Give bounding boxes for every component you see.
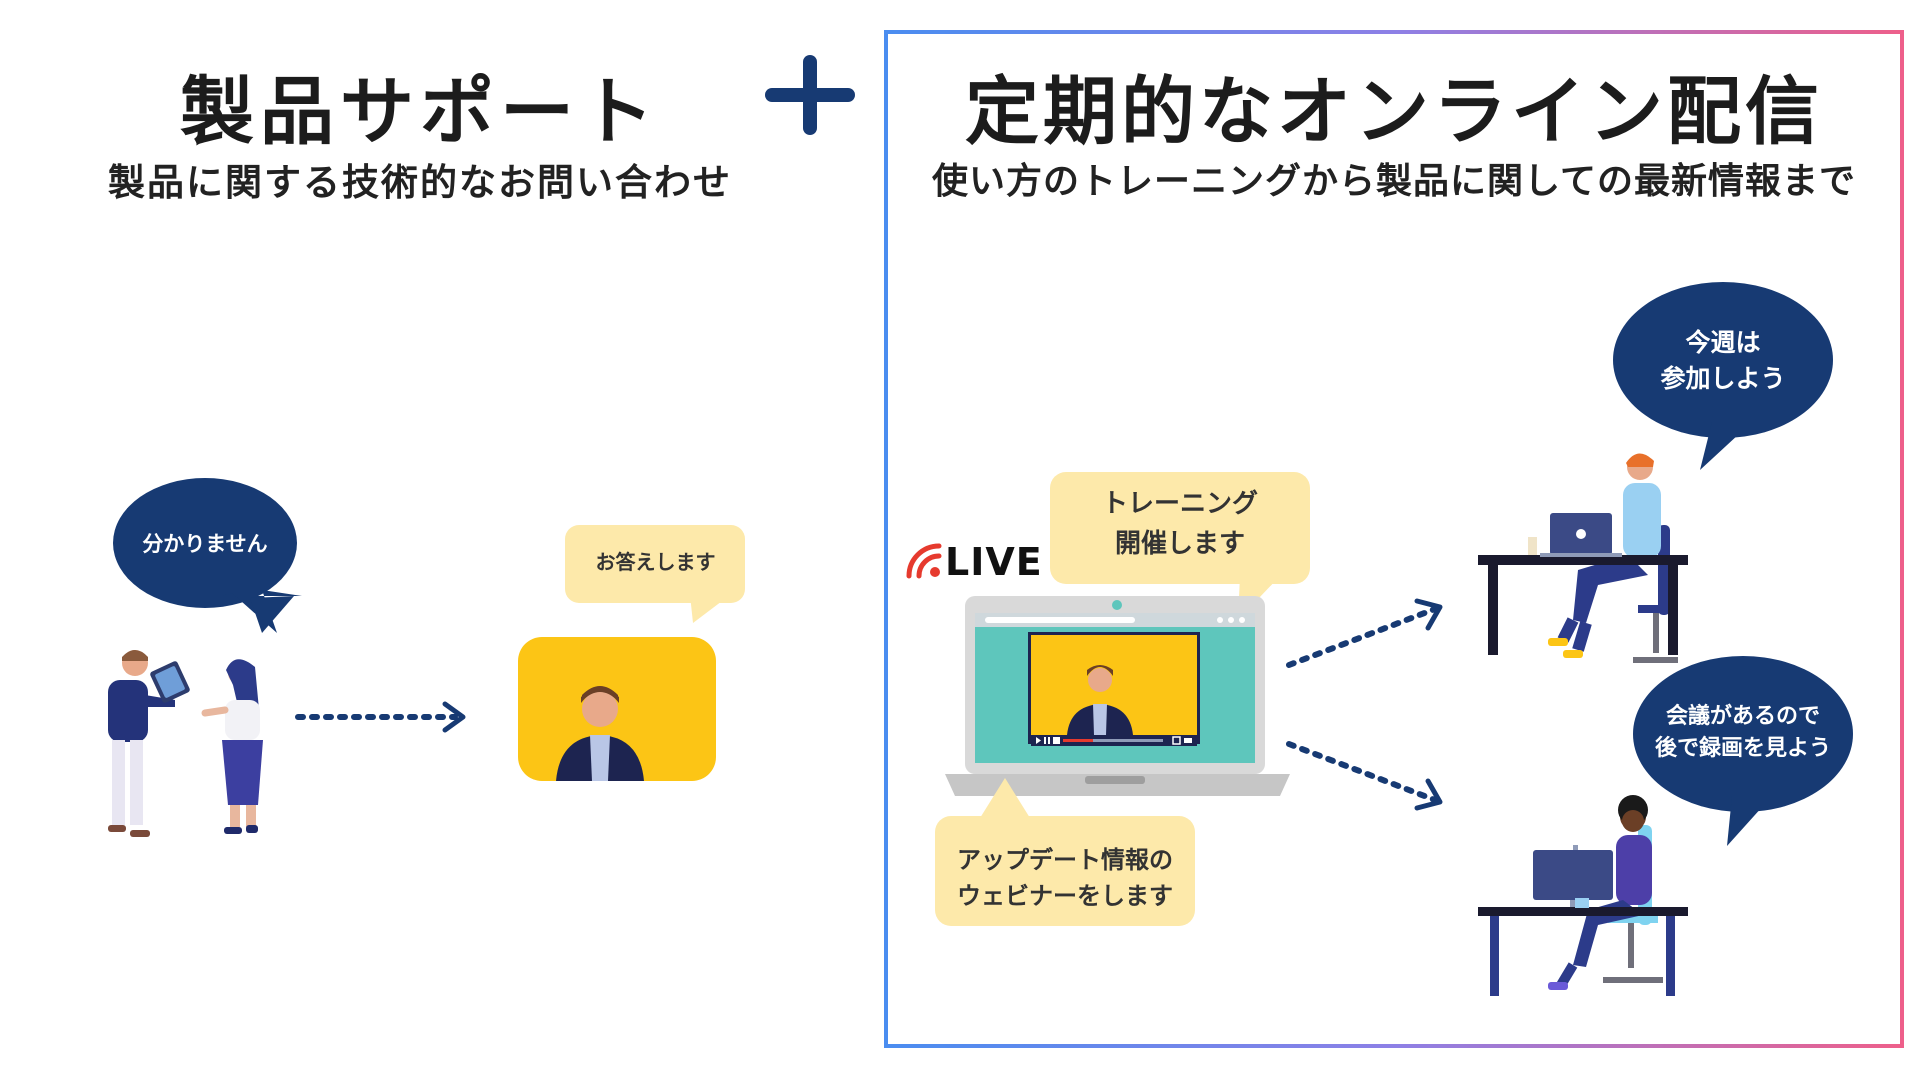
right-title: 定期的なオンライン配信	[965, 69, 1823, 155]
left-subtitle: 製品に関する技術的なお問い合わせ	[108, 161, 732, 204]
answer-bubble-text: お答えします	[595, 550, 716, 574]
meeting-bubble-line2: 後で録画を見よう	[1654, 736, 1831, 761]
update-bubble	[935, 778, 1195, 926]
answer-bubble	[565, 525, 745, 623]
question-bubble-text: 分かりません	[142, 532, 268, 556]
viewer-at-desk-illustration	[1478, 453, 1688, 663]
training-bubble-line1: トレーニング	[1101, 489, 1258, 519]
meeting-bubble-line1: 会議があるので	[1665, 704, 1820, 729]
viewer-at-monitor-illustration	[1478, 795, 1688, 996]
live-label: LIVE	[945, 540, 1043, 584]
dotted-arrow-down-icon	[1286, 741, 1443, 811]
update-bubble-line2: ウェビナーをします	[957, 882, 1173, 910]
attend-bubble-line2: 参加しよう	[1660, 364, 1786, 393]
training-bubble-line2: 開催します	[1114, 529, 1245, 559]
right-subtitle: 使い方のトレーニングから製品に関しての最新情報まで	[932, 161, 1856, 202]
attend-bubble	[1613, 282, 1833, 470]
question-bubble	[113, 478, 302, 633]
two-people-illustration	[108, 650, 263, 837]
left-title: 製品サポート	[180, 69, 660, 155]
dotted-arrow-up-icon	[1286, 598, 1443, 668]
update-bubble-line1: アップデート情報の	[957, 846, 1173, 874]
live-broadcast-icon	[906, 543, 942, 579]
dotted-arrow-icon	[295, 701, 466, 733]
laptop-video-player	[945, 596, 1290, 796]
support-agent-card	[518, 637, 716, 781]
attend-bubble-line1: 今週は	[1685, 328, 1761, 357]
meeting-bubble	[1633, 656, 1853, 846]
plus-icon	[765, 55, 855, 135]
